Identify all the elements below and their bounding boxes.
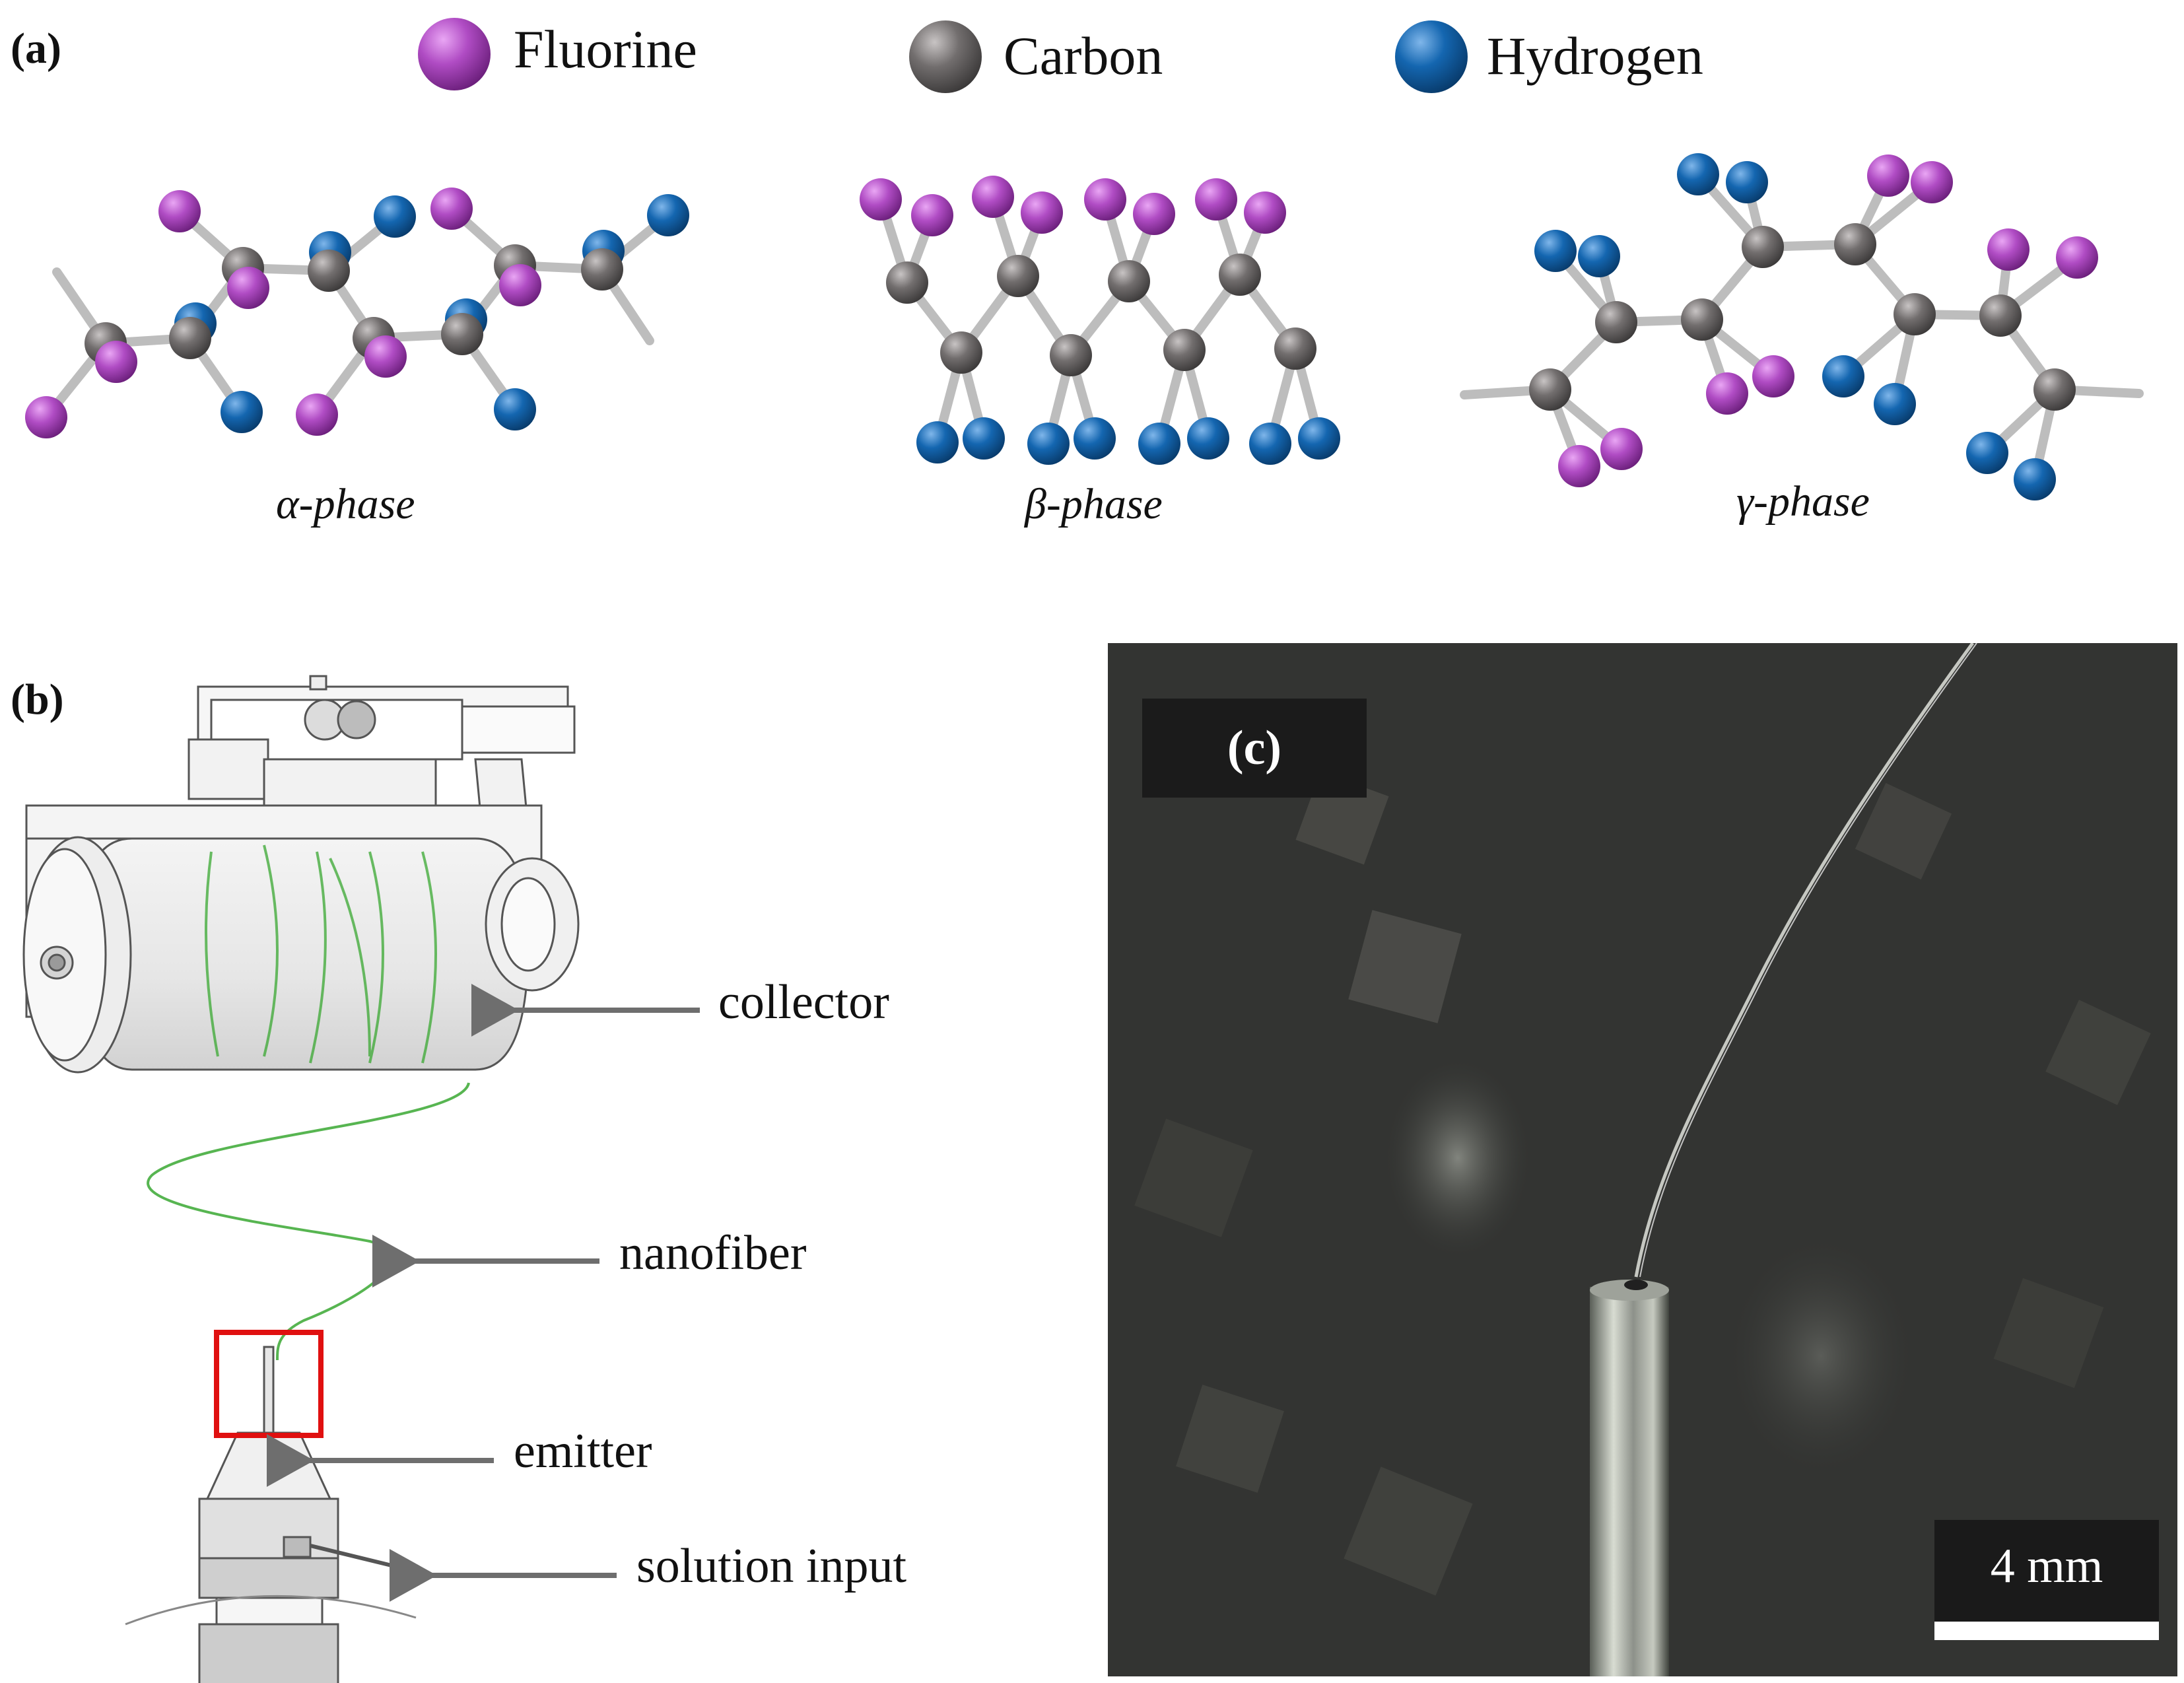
electrospinning-apparatus (22, 675, 580, 1683)
panel-a-label: (a) (11, 24, 61, 73)
panel-b-label: (b) (11, 675, 64, 724)
legend-fluorine-swatch (418, 18, 491, 90)
jet-filament (1634, 643, 1975, 1278)
callout-arrows (267, 984, 700, 1602)
alpha-phase-label: α-phase (276, 480, 415, 528)
beta-phase-atoms (860, 176, 1340, 465)
solution-input-label: solution input (636, 1539, 907, 1593)
gamma-phase-label: γ-phase (1736, 477, 1870, 526)
scale-bar (1934, 1622, 2159, 1640)
emitter-needle (263, 1346, 275, 1434)
panel-c-label: (c) (1142, 699, 1367, 798)
legend (418, 18, 1468, 93)
emitter-micrograph (1108, 643, 2177, 1676)
legend-hydrogen-swatch (1395, 20, 1468, 93)
scale-bar-label: 4 mm (1990, 1539, 2103, 1593)
nanofiber-jet (147, 1082, 470, 1361)
collector-drum (78, 837, 529, 1071)
needle-tip (1590, 1287, 1669, 1676)
nanofiber-label: nanofiber (619, 1226, 807, 1280)
emitter-label: emitter (514, 1424, 652, 1478)
legend-carbon-swatch (909, 20, 982, 93)
alpha-phase-molecule (42, 204, 673, 422)
scale-bar-background (1934, 1520, 2159, 1640)
legend-hydrogen-label: Hydrogen (1487, 26, 1703, 86)
beta-phase-label: β-phase (1025, 480, 1163, 528)
beta-phase-molecule (876, 192, 1324, 448)
legend-carbon-label: Carbon (1004, 26, 1163, 86)
collector-label: collector (718, 975, 889, 1029)
gamma-phase-molecule (1460, 170, 2144, 484)
alpha-phase-atoms (25, 188, 689, 438)
legend-fluorine-label: Fluorine (514, 19, 697, 79)
gamma-phase-atoms (1529, 153, 2098, 500)
